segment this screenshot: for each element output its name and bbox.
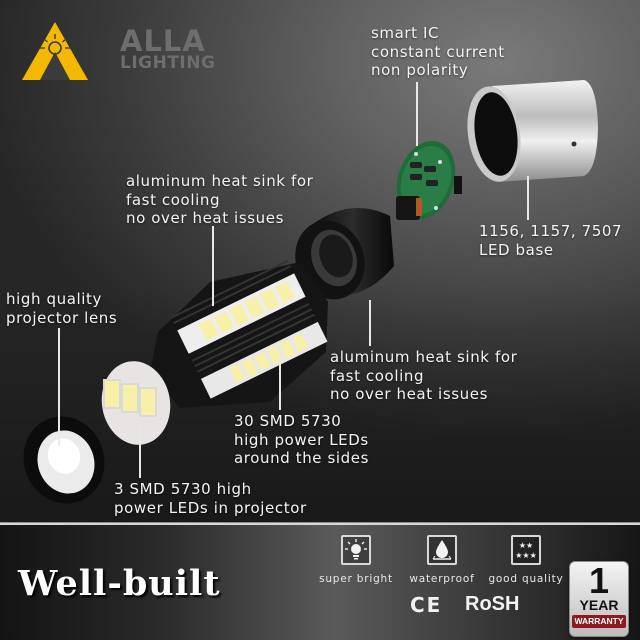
callout-heat-sink-ring: aluminum heat sink for fast cooling no o…: [330, 348, 518, 403]
ce-mark: CE: [410, 593, 443, 617]
led-board-icon: [101, 361, 171, 445]
svg-text:★★★: ★★★: [515, 551, 537, 560]
banner-divider: [0, 522, 640, 525]
triangle-sun-logo-icon: [22, 22, 88, 80]
svg-text:★★: ★★: [519, 541, 533, 550]
ring-icon: [295, 208, 394, 300]
lens-icon: [23, 416, 105, 504]
feature-banner: Well-built super bright: [0, 525, 640, 640]
leader-line-led-base: [527, 176, 529, 220]
feature-super-bright: super bright: [314, 535, 398, 585]
leader-line-smart-ic: [416, 82, 418, 146]
circuit-board-icon: [396, 140, 462, 220]
warranty-label: WARRANTY: [572, 615, 626, 628]
callout-projector-leds: 3 SMD 5730 high power LEDs in projector: [114, 480, 307, 517]
stars-icon: ★★ ★★★: [515, 541, 537, 560]
bulb-base-icon: [467, 80, 598, 182]
callout-led-base: 1156, 1157, 7507 LED base: [479, 222, 623, 259]
brand-name: ALLA: [120, 24, 206, 58]
bulb-bright-icon: [345, 539, 367, 560]
warranty-badge: 1 YEAR WARRANTY: [569, 561, 629, 637]
callout-smart-ic: smart IC constant current non polarity: [371, 24, 505, 79]
brand-subname: LIGHTING: [120, 53, 216, 73]
leader-line-heat-sink-body: [212, 226, 214, 306]
leader-line-side-leds: [279, 356, 281, 410]
brand-logo: ALLA LIGHTING: [22, 22, 215, 82]
feature-good-quality: ★★ ★★★ good quality: [484, 535, 568, 585]
water-drop-icon: [432, 540, 452, 560]
callout-heat-sink-body: aluminum heat sink for fast cooling no o…: [126, 172, 314, 227]
feature-waterproof: waterproof: [400, 535, 484, 585]
leader-line-heat-sink-ring: [369, 300, 371, 346]
callout-side-leds: 30 SMD 5730 high power LEDs around the s…: [234, 412, 370, 467]
tagline: Well-built: [18, 563, 221, 604]
warranty-unit: YEAR: [579, 597, 619, 613]
rosh-mark: RoSH: [465, 593, 520, 615]
callout-projector-lens: high quality projector lens: [6, 290, 118, 327]
leader-line-projector-leds: [139, 428, 141, 478]
heat-sink-icon: [150, 259, 328, 408]
leader-line-projector-lens: [58, 328, 60, 446]
warranty-number: 1: [588, 560, 610, 601]
product-exploded-view: ALLA LIGHTING: [0, 0, 640, 522]
